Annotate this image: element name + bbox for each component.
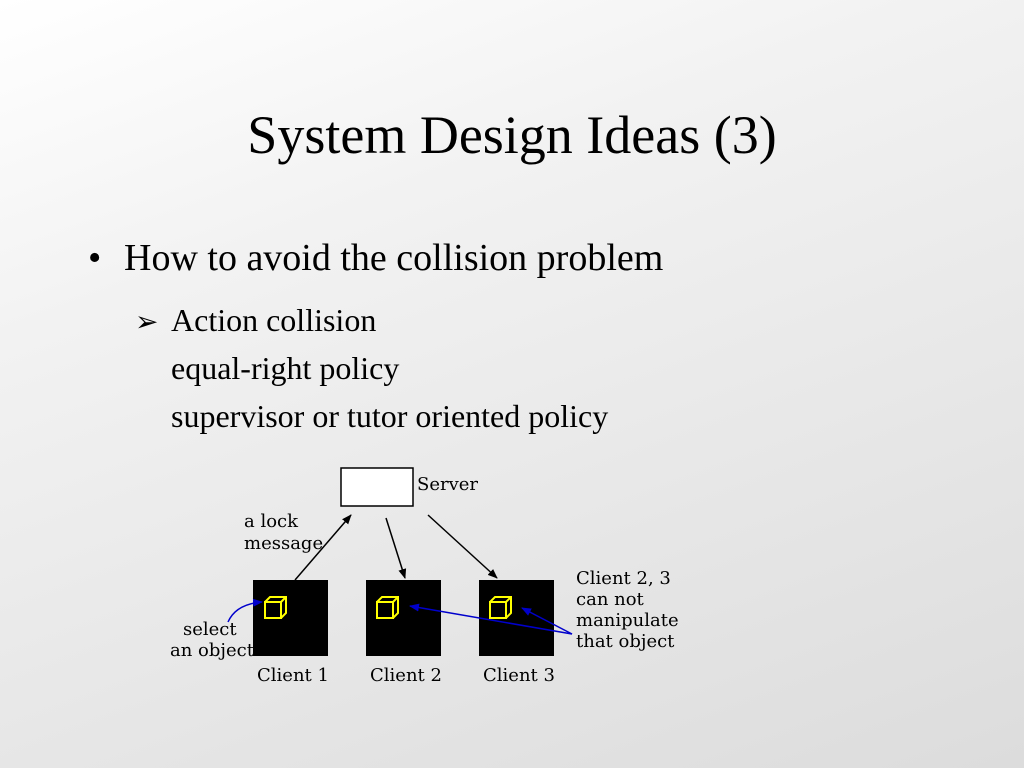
cube-object-icon-client3 <box>489 596 512 619</box>
cube-object-icon-client2 <box>376 596 399 619</box>
server-box <box>340 467 414 507</box>
server-label: Server <box>417 474 478 495</box>
server-to-client2-arrow <box>385 517 407 579</box>
note-label-line2: can not <box>576 589 645 610</box>
lock-message-label-line1: a lock <box>244 511 299 532</box>
bullet-marker: • <box>88 237 102 279</box>
client3-label: Client 3 <box>483 665 555 686</box>
bullet-text: How to avoid the collision problem <box>124 237 664 279</box>
note-to-client2-arrow <box>409 603 573 635</box>
cube-object-icon-client1 <box>264 596 287 619</box>
client1-label: Client 1 <box>257 665 329 686</box>
client2-label: Client 2 <box>370 665 442 686</box>
note-to-client3-arrow <box>521 607 573 635</box>
sub-heading: Action collision <box>171 302 377 338</box>
bullet-item: • How to avoid the collision problem <box>88 232 663 284</box>
select-arrow <box>227 598 263 623</box>
sub-line-equal-right: equal-right policy <box>171 350 400 386</box>
arrow-bullet-icon: ➢ <box>135 307 159 338</box>
slide-title: System Design Ideas (3) <box>247 105 777 165</box>
note-label-line1: Client 2, 3 <box>576 568 671 589</box>
lock-message-arrow <box>294 514 352 581</box>
sub-line-supervisor: supervisor or tutor oriented policy <box>171 398 609 434</box>
server-to-client3-arrow <box>427 514 498 579</box>
note-label-line4: that object <box>576 631 675 652</box>
select-label-line1: select <box>183 619 237 640</box>
lock-message-label-line2: message <box>244 533 323 554</box>
select-label-line2: an object <box>170 640 255 661</box>
note-label-line3: manipulate <box>576 610 679 631</box>
sub-bullet: ➢ Action collision <box>135 296 376 347</box>
